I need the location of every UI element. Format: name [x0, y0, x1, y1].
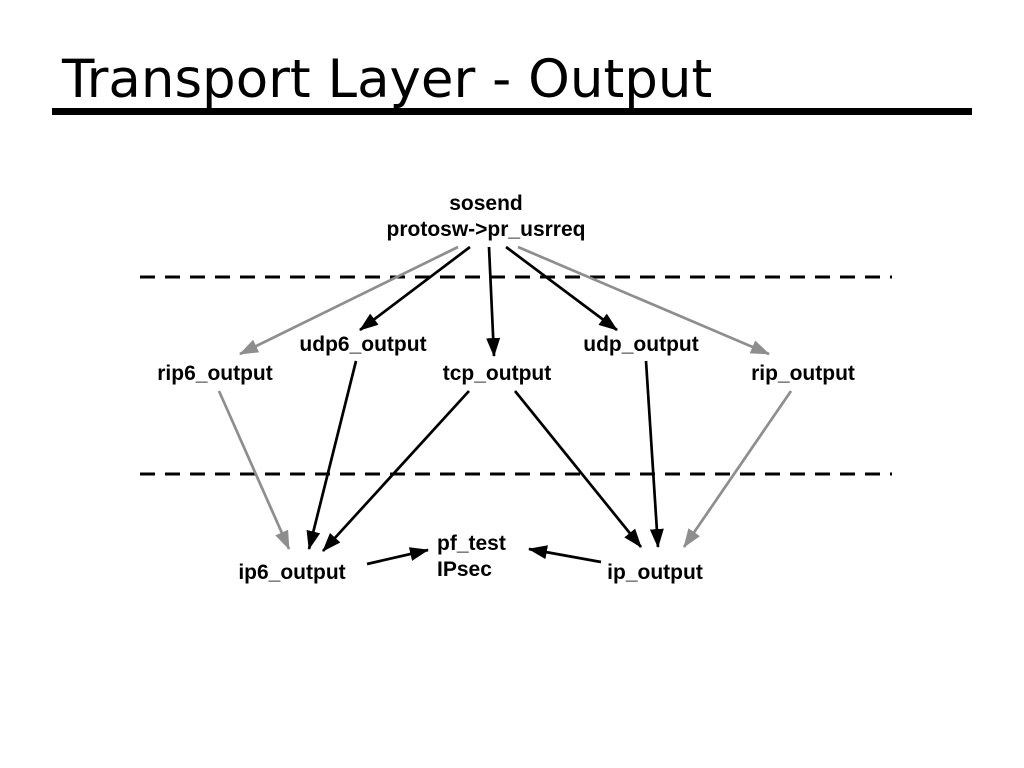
node-sosend-label: protosw->pr_usrreq [386, 218, 586, 241]
node-udp6-output-label: udp6_output [299, 333, 427, 356]
node-ip6-output: ip6_output [238, 560, 345, 586]
node-pf-test-ipsec-label: pf_test [437, 532, 506, 555]
edge-ip-output-to-pf-test [528, 545, 602, 564]
node-sosend: sosend protosw->pr_usrreq [387, 191, 586, 243]
node-ip-output-label: ip_output [607, 561, 703, 584]
node-tcp-output: tcp_output [443, 361, 551, 387]
edge-sosend-to-tcp-output [486, 246, 501, 357]
node-udp-output: udp_output [583, 332, 698, 358]
node-udp6-output: udp6_output [299, 332, 426, 358]
node-rip6-output: rip6_output [157, 361, 273, 387]
node-rip-output: rip_output [751, 361, 855, 387]
node-sosend-label: sosend [449, 192, 523, 215]
node-rip-output-label: rip_output [751, 362, 855, 385]
page-title: Transport Layer - Output [62, 49, 713, 110]
edge-udp6-output-to-ip6-output [306, 360, 358, 550]
edge-sosend-to-udp6-output [359, 245, 471, 332]
node-ip-output: ip_output [607, 560, 703, 586]
node-udp-output-label: udp_output [583, 333, 699, 356]
edge-rip-output-to-ip-output [682, 390, 793, 548]
edge-ip6-output-to-pf-test [366, 547, 429, 566]
node-rip6-output-label: rip6_output [157, 362, 273, 385]
edge-tcp-output-to-ip-output [513, 390, 643, 548]
edge-rip6-output-to-ip6-output [217, 390, 291, 550]
edge-sosend-to-rip6-output [239, 245, 459, 356]
edge-sosend-to-udp-output [505, 245, 618, 332]
edge-udp-output-to-ip-output [644, 360, 664, 548]
title-underline [52, 108, 972, 115]
edge-sosend-to-rip-output [517, 245, 770, 356]
edge-tcp-output-to-ip6-output [322, 390, 470, 552]
node-tcp-output-label: tcp_output [442, 362, 552, 385]
node-ip6-output-label: ip6_output [238, 561, 346, 584]
node-pf-test-ipsec-label: IPsec [437, 558, 492, 581]
